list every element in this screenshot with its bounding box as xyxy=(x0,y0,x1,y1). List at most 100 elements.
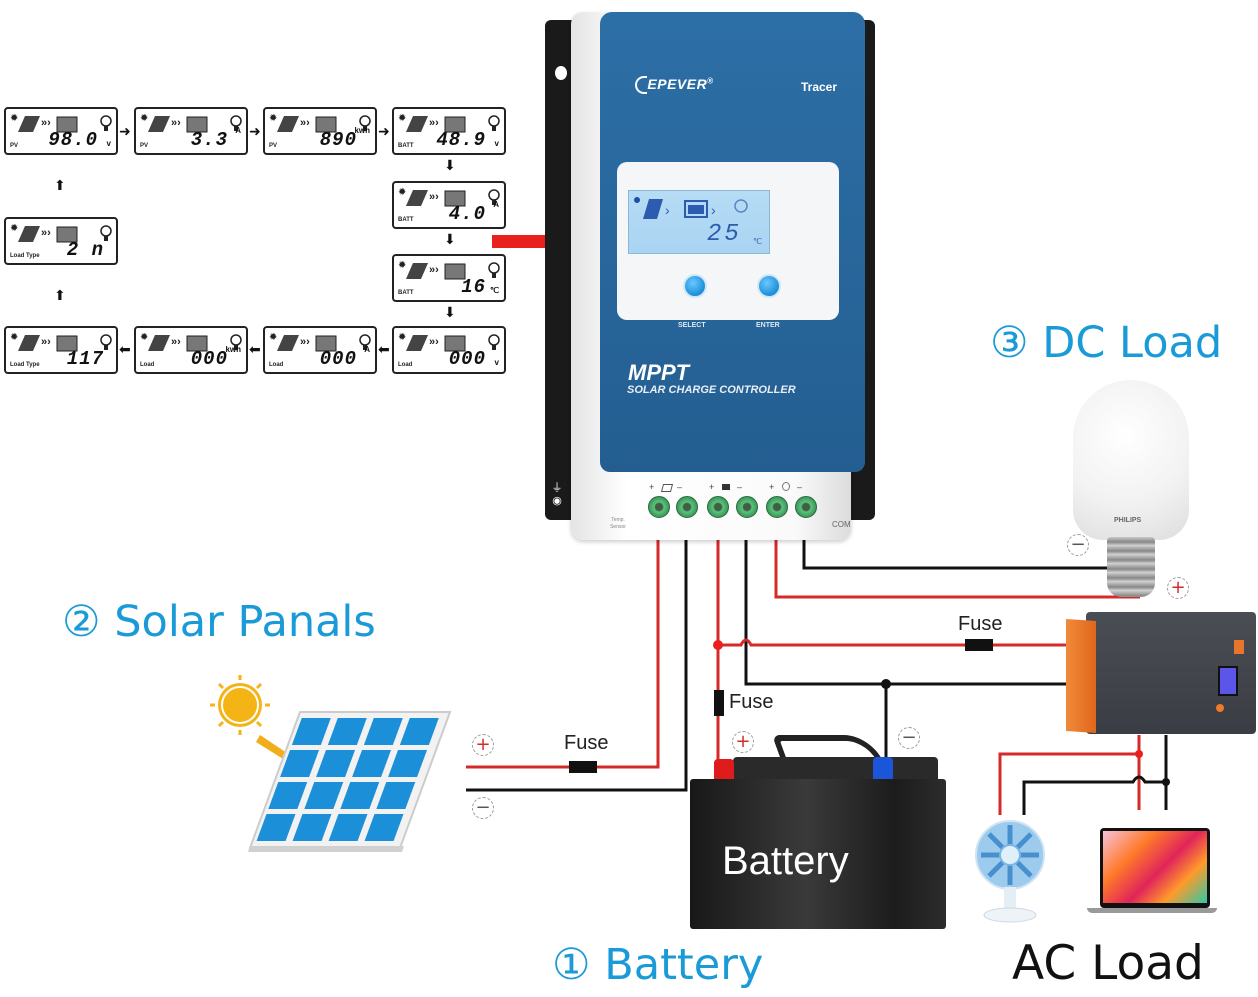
wire-load-negative xyxy=(802,540,1110,570)
enter-label: ENTER xyxy=(756,322,780,329)
battery-icon xyxy=(56,335,78,352)
bulb-icon xyxy=(230,115,242,127)
bulb-icon xyxy=(359,115,371,127)
lcd-label: BATT xyxy=(398,290,414,296)
arrow-up-icon: ⬆ xyxy=(54,287,66,303)
inverter-display xyxy=(1218,666,1238,696)
solar-panel-icon xyxy=(248,711,452,852)
battery-icon xyxy=(186,335,208,352)
lcd-value: 3.3 xyxy=(190,129,228,151)
temp-sensor-label: Temp. Sensor xyxy=(610,517,626,530)
solar-panels-heading: ② Solar Panals xyxy=(62,597,376,647)
lcd-unit: v xyxy=(494,139,499,148)
load-plus-marker: + xyxy=(769,482,775,492)
junction-dot xyxy=(713,640,723,650)
lcd-status-icons: ✹ »› xyxy=(10,113,112,133)
solar-positive-marker: + xyxy=(472,734,494,756)
chevron-right-icon: »› xyxy=(429,336,439,348)
chevron-right-icon: »› xyxy=(429,117,439,129)
chevron-right-icon: »› xyxy=(300,336,310,348)
laptop-screen xyxy=(1100,828,1210,908)
batt-plus-marker: + xyxy=(709,482,715,492)
fuse-battery[interactable] xyxy=(714,690,724,716)
wire-fan-live xyxy=(998,752,1139,815)
lcd-status-icons: ✹»› xyxy=(140,113,242,133)
select-button[interactable] xyxy=(683,274,707,298)
battery-positive-terminal[interactable] xyxy=(714,759,734,783)
arrow-left-icon: ⬅ xyxy=(119,341,131,357)
inverter-side-panel xyxy=(1066,618,1096,734)
chevron-right-icon: »› xyxy=(41,117,51,129)
solar-cell xyxy=(328,814,368,841)
solar-cell xyxy=(256,814,296,841)
solar-cell xyxy=(304,782,344,809)
sun-icon: ✹ xyxy=(140,113,148,124)
sun-icon: ✹ xyxy=(10,332,18,343)
lcd-label: Load Type xyxy=(10,362,40,368)
bulb-icon xyxy=(488,334,500,346)
battery-negative-marker: − xyxy=(898,727,920,749)
sun-icon: ✹ xyxy=(398,187,406,198)
laptop-wallpaper xyxy=(1103,831,1207,903)
solar-panel-icon xyxy=(277,335,299,351)
battery-fill xyxy=(688,205,704,214)
bulb-icon xyxy=(100,334,112,346)
battery-icon xyxy=(444,190,466,207)
wire-solar-positive xyxy=(466,540,660,769)
solar-panel-icon xyxy=(148,335,170,351)
solar-cell xyxy=(280,750,320,777)
solar-panel-icon xyxy=(18,226,40,242)
bulb-icon xyxy=(230,334,242,346)
lcd-label: Load Type xyxy=(10,253,40,259)
battery-negative-terminal[interactable] xyxy=(873,757,893,781)
enter-button[interactable] xyxy=(757,274,781,298)
lcd-label: BATT xyxy=(398,143,414,149)
bulb-base xyxy=(234,345,238,350)
mounting-hole xyxy=(555,66,567,80)
terminal-battery-positive[interactable] xyxy=(707,496,729,518)
bulb-brand: PHILIPS xyxy=(1114,517,1142,524)
battery-icon xyxy=(684,200,708,218)
ac-load-heading: AC Load xyxy=(1012,936,1204,991)
terminal-load-positive[interactable] xyxy=(766,496,788,518)
sun-icon: ✹ xyxy=(398,113,406,124)
bulb-base xyxy=(492,200,496,205)
inverter-power-button[interactable] xyxy=(1216,704,1224,712)
chevron-right-icon: › xyxy=(711,202,716,218)
battery-icon xyxy=(444,116,466,133)
product-title: MPPT xyxy=(628,360,690,385)
lcd-status-icons: › › xyxy=(634,197,748,219)
fuse-inverter[interactable] xyxy=(965,639,993,651)
terminal-pv-positive[interactable] xyxy=(648,496,670,518)
terminal-pv-negative[interactable] xyxy=(676,496,698,518)
solar-cell xyxy=(268,782,308,809)
solar-cell xyxy=(352,750,392,777)
battery-icon xyxy=(444,335,466,352)
inverter xyxy=(1066,612,1256,734)
fuse-solar[interactable] xyxy=(569,761,597,773)
sun-icon: ✹ xyxy=(10,113,18,124)
solar-panel-icon xyxy=(406,116,428,132)
load-minus-marker: – xyxy=(797,482,803,492)
pv-plus-marker: + xyxy=(649,482,655,492)
bulb-icon xyxy=(734,199,748,213)
wire-battery-negative xyxy=(744,540,1068,686)
terminal-battery-negative[interactable] xyxy=(736,496,758,518)
bulb-icon xyxy=(100,225,112,237)
terminal-load-negative[interactable] xyxy=(795,496,817,518)
model-name: Tracer xyxy=(801,80,838,94)
bulb-base xyxy=(104,236,108,241)
batt-minus-marker: – xyxy=(737,482,743,492)
wire-load-positive xyxy=(774,540,1140,599)
solar-panel-icon xyxy=(148,116,170,132)
ground-screw-icon: ⏚◉ xyxy=(551,482,563,507)
